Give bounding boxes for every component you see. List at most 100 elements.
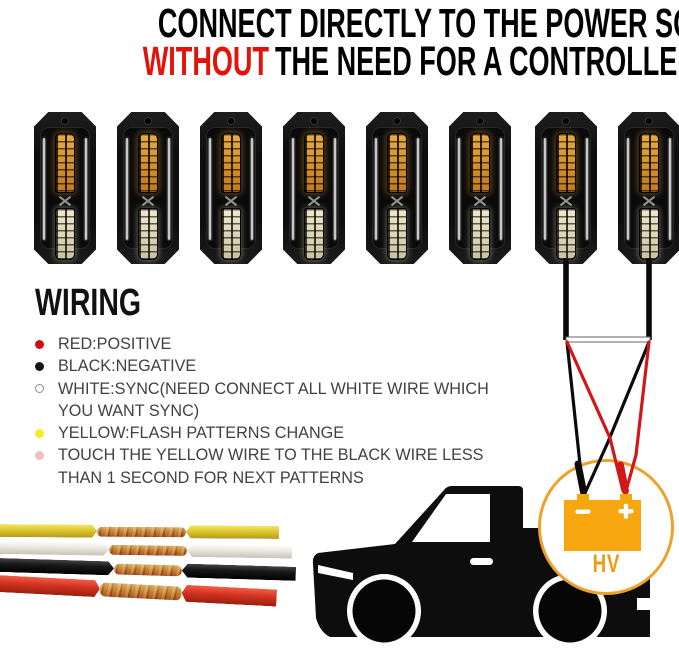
- led-connector: [307, 195, 321, 206]
- led-light-unit: [535, 112, 597, 264]
- headline-highlight: WITHOUT: [142, 38, 269, 84]
- reflector-strip-right: [334, 138, 336, 240]
- insulation-left: [0, 524, 97, 538]
- plus-symbol: [618, 509, 634, 514]
- amber-led-array: [138, 133, 158, 193]
- exposed-copper-strands: [96, 526, 187, 537]
- wiring-legend-text: RED:POSITIVE: [58, 335, 172, 353]
- reflector-strip-right: [669, 138, 671, 240]
- led-connector: [473, 195, 487, 206]
- sync-junction-bar: [565, 336, 651, 343]
- reflector-strip-left: [126, 138, 128, 240]
- insulation-left: [0, 541, 109, 556]
- led8-lead-wire: [646, 258, 652, 340]
- wiring-legend-text: YELLOW:FLASH PATTERNS CHANGE: [58, 424, 345, 443]
- reflector-strip-left: [209, 138, 211, 240]
- plus-symbol-vertical: [623, 503, 629, 519]
- insulation-right: [187, 544, 292, 559]
- led7-lead-wire: [563, 258, 569, 340]
- reflector-strip-left: [627, 138, 629, 240]
- exposed-copper-strands: [113, 562, 183, 576]
- reflector-strip-left: [375, 138, 377, 240]
- screw-hole-top: [645, 117, 653, 125]
- led-light-unit: [366, 112, 428, 264]
- reflector-strip-left: [43, 138, 45, 240]
- positive-clip: [617, 461, 629, 495]
- yellow-wire-photo: [0, 524, 279, 539]
- wiring-legend-text: YOU WANT SYNC): [58, 401, 200, 420]
- screw-hole-top: [310, 117, 318, 125]
- wiring-legend-text: WHITE:SYNC(NEED CONNECT ALL WHITE WIRE W…: [58, 379, 489, 398]
- reflector-strip-right: [168, 138, 170, 240]
- reflector-strip-right: [85, 138, 87, 240]
- amber-led-array: [55, 133, 75, 193]
- battery-terminal-pos: [620, 494, 632, 502]
- screw-hole-top: [393, 117, 401, 125]
- amber-led-array: [387, 133, 407, 193]
- led-light-unit: [618, 112, 679, 264]
- reflector-strip-left: [544, 138, 546, 240]
- insulation-right: [181, 585, 277, 607]
- red-wire-photo: [0, 575, 277, 607]
- white-bullet-icon: [35, 384, 44, 394]
- white-led-array: [55, 208, 75, 260]
- led-connector: [559, 195, 573, 206]
- positive-wire-right: [624, 340, 651, 493]
- insulation-right: [186, 525, 279, 539]
- screw-hole-top: [144, 117, 152, 125]
- black-bullet-icon: [35, 361, 44, 371]
- amber-led-array: [639, 133, 659, 193]
- white-led-array: [221, 208, 241, 260]
- led-light-unit: [34, 112, 96, 264]
- minus-symbol: [575, 509, 591, 514]
- led-light-unit: [200, 112, 262, 264]
- screw-hole-top: [476, 117, 484, 125]
- led-connector: [224, 195, 238, 206]
- negative-wire-left: [565, 340, 585, 495]
- yellow-bullet-icon: [35, 428, 44, 438]
- wiring-heading: WIRING: [35, 282, 142, 324]
- battery-hv-label: HV: [592, 550, 620, 578]
- amber-led-array: [556, 133, 576, 193]
- headline-line2-rest: THE NEED FOR A CONTROLLER: [274, 38, 679, 84]
- screw-hole-top: [61, 117, 69, 125]
- reflector-strip-left: [292, 138, 294, 240]
- faint-bullet-icon: [35, 451, 44, 461]
- led-connector: [390, 195, 404, 206]
- amber-led-array: [304, 133, 324, 193]
- battery-wires: [565, 340, 651, 496]
- negative-clip: [574, 460, 587, 496]
- white-led-array: [138, 208, 158, 260]
- insulation-left: [0, 558, 114, 575]
- exposed-copper-strands: [108, 544, 188, 556]
- screw-hole-top: [562, 117, 570, 125]
- white-led-array: [470, 208, 490, 260]
- battery-icon: [564, 494, 641, 551]
- white-led-array: [387, 208, 407, 260]
- wiring-legend-text: TOUCH THE YELLOW WIRE TO THE BLACK WIRE …: [35, 444, 511, 466]
- positive-wire-left: [565, 340, 625, 493]
- white-led-array: [304, 208, 324, 260]
- rear-wheel-arch: [533, 574, 607, 648]
- front-wheel-arch: [347, 574, 421, 648]
- rear-wheel: [538, 579, 602, 643]
- truck-door-handle: [470, 558, 493, 565]
- white-led-array: [639, 208, 659, 260]
- negative-wire-right: [583, 340, 651, 495]
- exposed-copper-strands: [99, 581, 183, 601]
- wiring-legend-item: BLACK:NEGATIVE: [31, 355, 511, 377]
- wiring-legend-text: BLACK:NEGATIVE: [58, 357, 197, 376]
- led-light-unit: [283, 112, 345, 264]
- wiring-legend-text: THAN 1 SECOND FOR NEXT PATTERNS: [58, 468, 364, 487]
- reflector-strip-left: [458, 138, 460, 240]
- screw-hole-top: [227, 117, 235, 125]
- white-wire-photo: [0, 541, 292, 559]
- reflector-strip-right: [500, 138, 502, 240]
- reflector-strip-right: [417, 138, 419, 240]
- headline: CONNECT DIRECTLY TO THE POWER SOURCE WIT…: [0, 3, 679, 82]
- reflector-strip-right: [251, 138, 253, 240]
- white-led-array: [556, 208, 576, 260]
- truck-headlight-slit: [318, 565, 353, 580]
